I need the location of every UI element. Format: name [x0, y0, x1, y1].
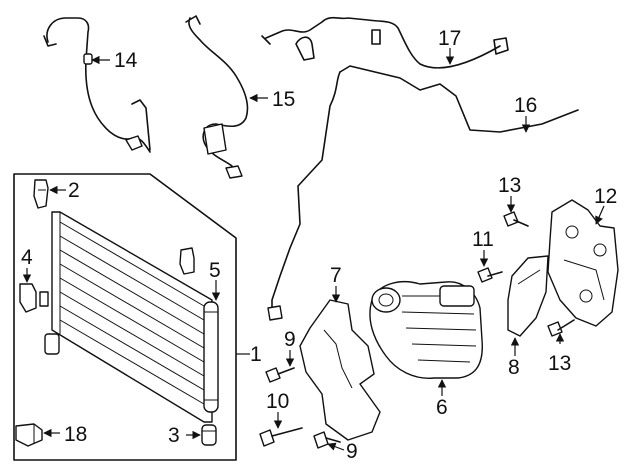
condenser-assembly — [13, 173, 250, 461]
condenser-core — [51, 211, 213, 423]
bolt-9-upper — [265, 367, 295, 383]
callout-5: 5 — [209, 259, 221, 282]
callout-2: 2 — [68, 179, 80, 202]
callout-15: 15 — [272, 88, 295, 111]
receiver-drier — [203, 301, 219, 413]
heat-shield-7 — [299, 299, 381, 441]
drier-cap-3 — [201, 424, 217, 446]
callout-9-lower: 9 — [346, 440, 358, 463]
connector-18 — [15, 423, 43, 447]
bolt-11 — [477, 267, 503, 283]
condenser-outline-box — [13, 173, 237, 461]
ac-compressor-6 — [369, 281, 483, 379]
callout-7: 7 — [330, 264, 342, 287]
callout-11: 11 — [472, 228, 494, 251]
side-bracket-4 — [19, 283, 49, 313]
ac-line-16 — [267, 65, 579, 321]
lower-insulator — [44, 333, 60, 355]
callout-12: 12 — [594, 185, 617, 208]
callout-leaders — [22, 48, 605, 451]
ac-hose-14 — [43, 17, 151, 153]
bracket-8 — [507, 255, 549, 337]
callout-1: 1 — [250, 343, 262, 366]
callout-labels: 1 2 3 4 5 6 7 8 9 9 10 11 12 13 13 14 15… — [21, 27, 617, 463]
callout-12-arrow — [595, 205, 605, 225]
upper-right-bracket — [179, 247, 195, 275]
bolt-13-lower — [547, 319, 575, 337]
bolt-9-lower — [313, 431, 341, 449]
callout-9b-arrow — [327, 442, 345, 451]
ac-hose-15 — [185, 15, 249, 179]
bolt-13-upper — [503, 211, 529, 227]
callout-3: 3 — [168, 424, 180, 447]
upper-mount-bracket-2 — [33, 179, 49, 209]
callout-17: 17 — [438, 27, 461, 50]
callout-6: 6 — [436, 396, 448, 419]
callout-13-upper: 13 — [498, 174, 521, 197]
callout-9-upper: 9 — [284, 328, 296, 351]
callout-4: 4 — [21, 246, 33, 269]
callout-14: 14 — [114, 49, 138, 72]
callout-16: 16 — [514, 94, 537, 117]
mounting-bracket-12 — [547, 199, 619, 327]
ac-hose-17 — [261, 16, 509, 69]
callout-13-lower: 13 — [548, 352, 571, 375]
callout-18: 18 — [64, 423, 87, 446]
callout-10: 10 — [266, 390, 289, 413]
callout-8: 8 — [508, 356, 520, 379]
bolt-10 — [259, 427, 303, 447]
